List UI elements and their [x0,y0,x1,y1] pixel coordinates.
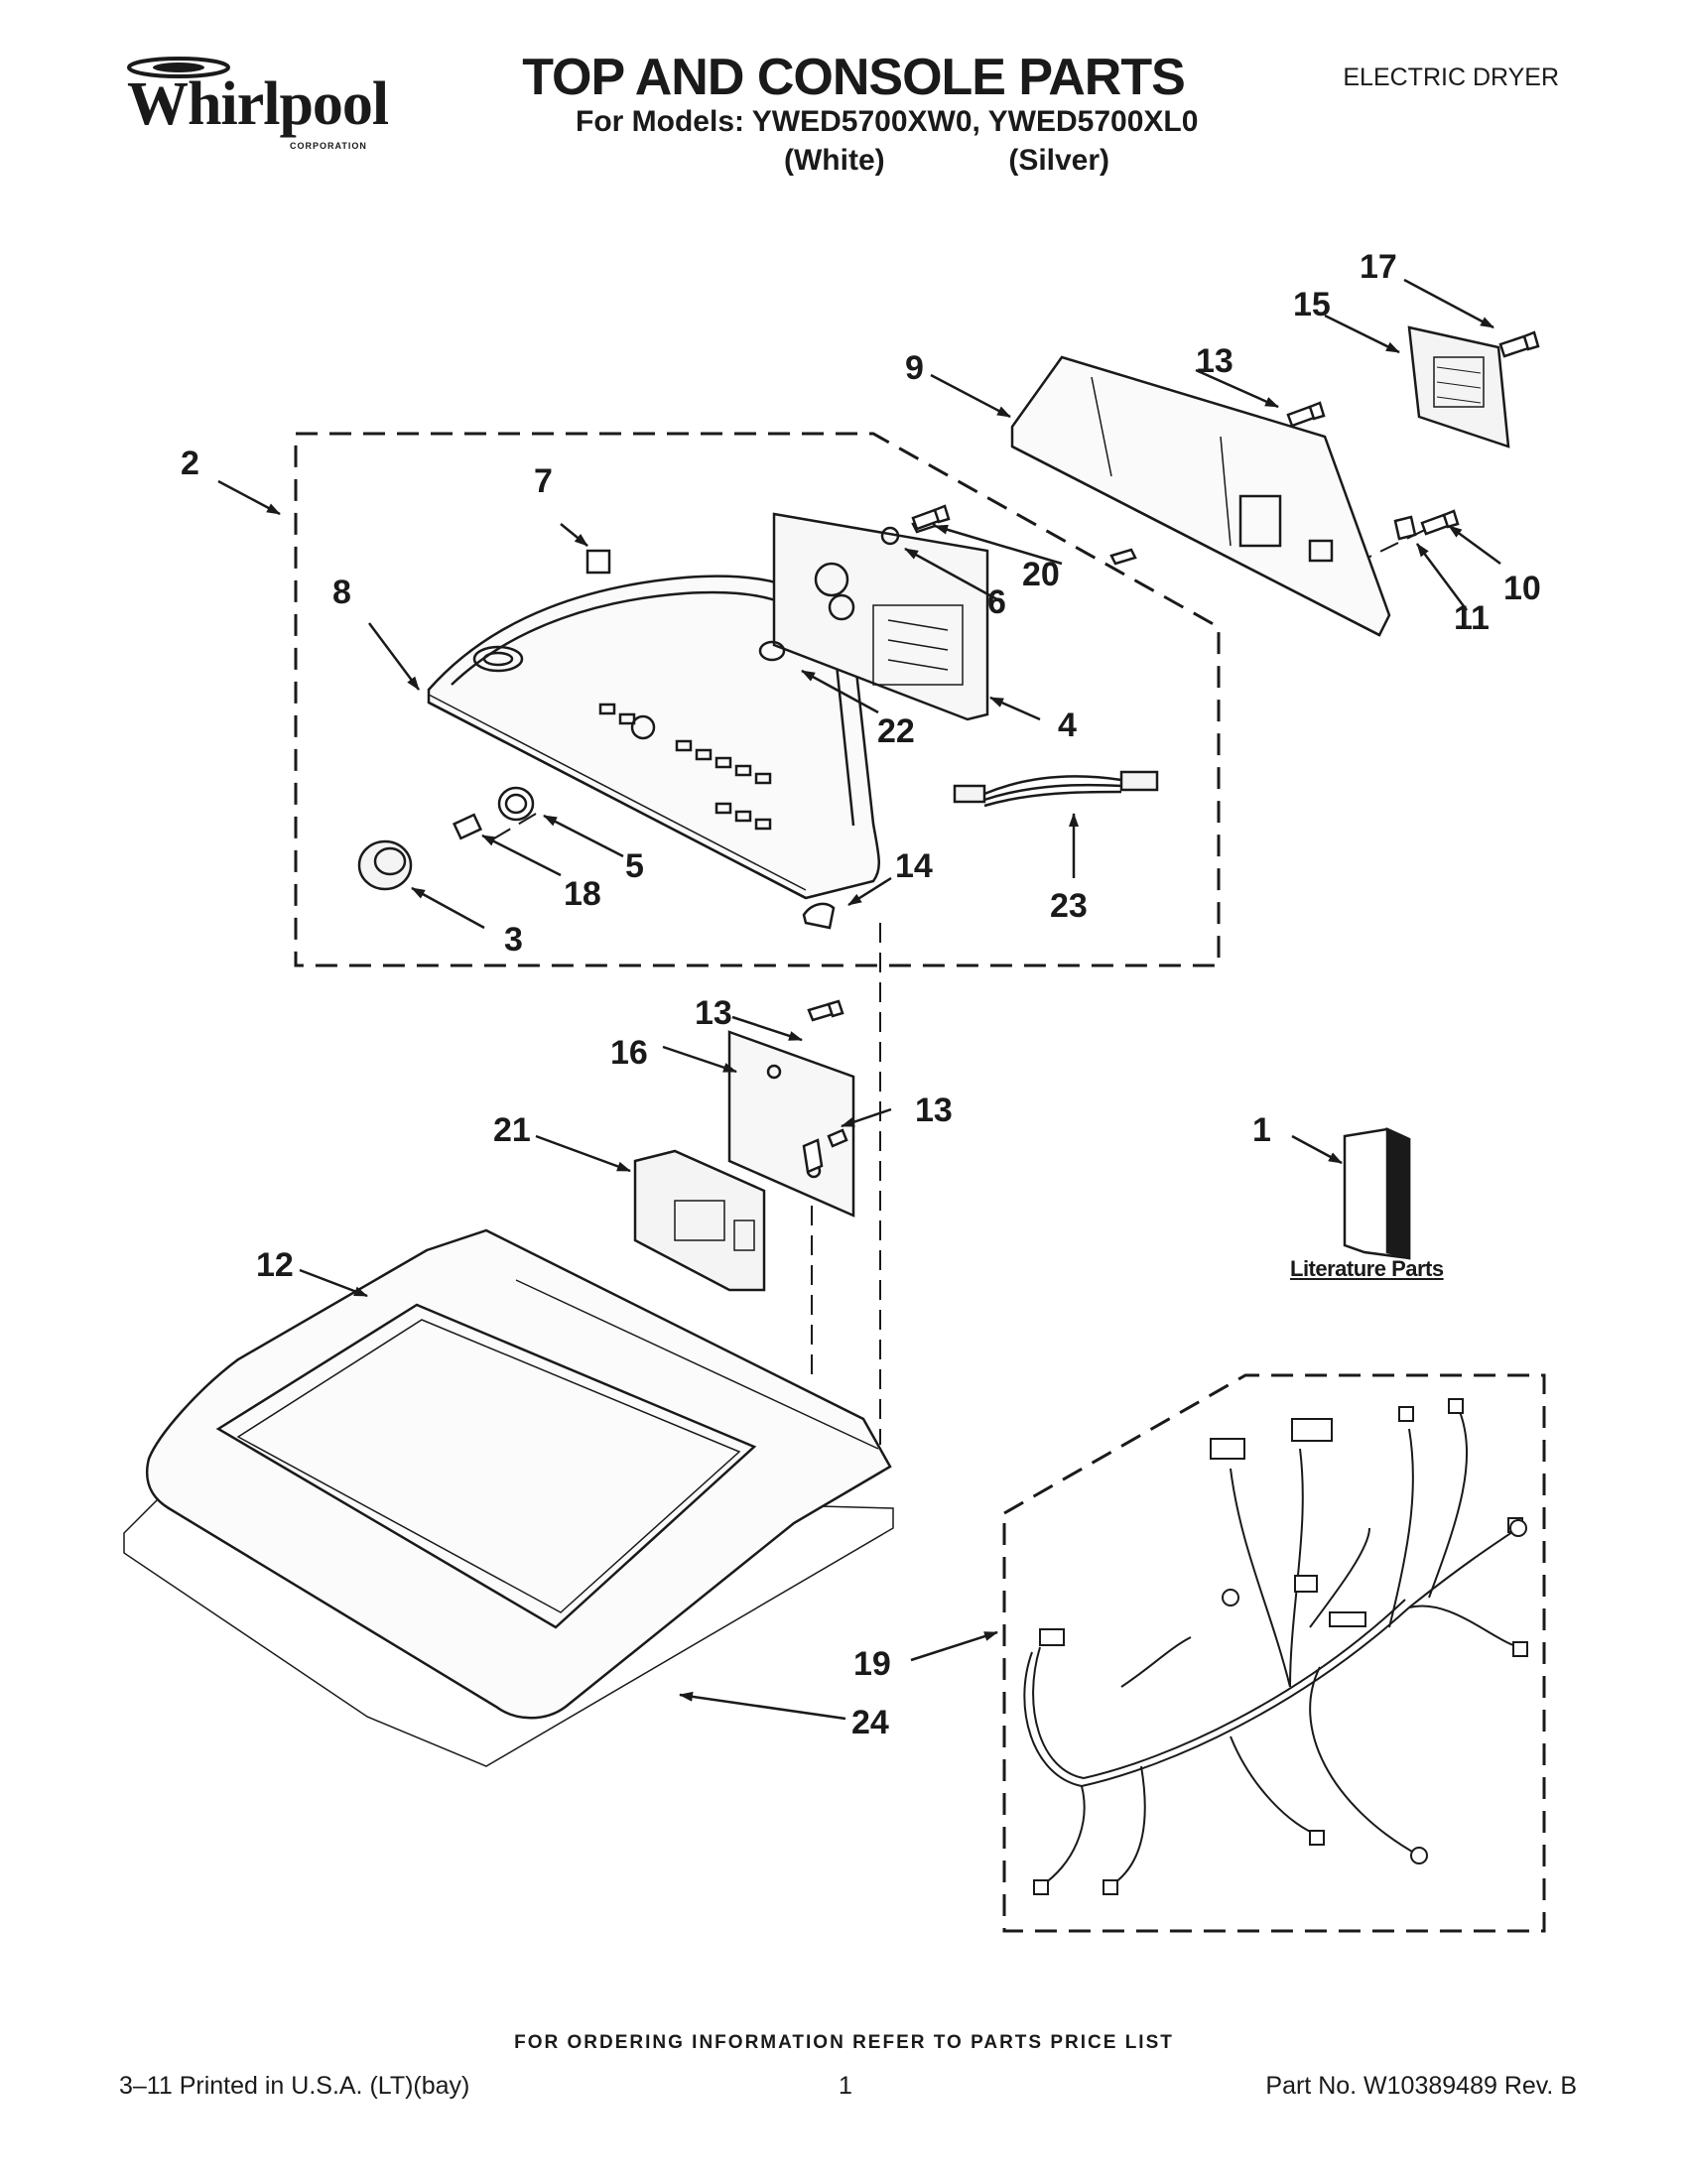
model-colors: (White) (Silver) [784,144,1109,178]
callout-16: 16 [610,1034,648,1072]
callout-12: 12 [256,1246,294,1284]
main-harness [1023,1398,1528,1895]
models-line: For Models: YWED5700XW0, YWED5700XL0 [576,105,1199,138]
console-harness [953,770,1159,808]
callout-13-top: 13 [1196,342,1234,380]
callout-20: 20 [1022,556,1060,593]
callout-10: 10 [1503,570,1541,607]
literature-booklet [1343,1127,1411,1260]
callout-14: 14 [895,847,933,885]
logo-corporation: CORPORATION [290,141,367,151]
callout-4: 4 [1058,707,1077,744]
callout-21: 21 [493,1111,531,1149]
appliance-type: ELECTRIC DRYER [1343,64,1559,91]
knob-assembly [357,786,836,930]
page-number: 1 [839,2072,852,2100]
fasteners [585,330,1540,1022]
callout-3: 3 [504,921,523,959]
color-silver: (Silver) [1008,144,1110,177]
callout-1: 1 [1252,1111,1271,1149]
callout-7: 7 [534,462,553,500]
callout-23: 23 [1050,887,1088,925]
callout-22: 22 [877,712,915,750]
page-title: TOP AND CONSOLE PARTS [522,49,1186,106]
group-outlines [294,432,1546,1933]
ordering-note: FOR ORDERING INFORMATION REFER TO PARTS … [514,2032,1174,2053]
whirlpool-logo: Whirlpool CORPORATION [119,52,389,161]
callout-24: 24 [851,1704,889,1741]
print-info: 3–11 Printed in U.S.A. (LT)(bay) [119,2072,470,2100]
color-white: (White) [784,144,885,177]
callout-13-middle: 13 [695,994,732,1032]
harness-group-outline [1002,1373,1546,1933]
callout-9: 9 [905,349,924,387]
callout-numbers: 2 7 8 9 13 15 17 20 6 10 11 4 22 23 14 5… [181,248,1541,1741]
callout-2: 2 [181,445,199,482]
logo-wordmark: Whirlpool [127,70,389,138]
literature-parts-label: Literature Parts [1290,1256,1444,1281]
swirl-icon [127,57,230,78]
callout-19: 19 [853,1645,891,1683]
console-bracket [1407,325,1510,449]
callout-6: 6 [987,583,1006,621]
electronic-module [633,1149,766,1292]
console-group-outline [294,432,1221,967]
mounting-plate [727,1030,855,1218]
callout-18: 18 [564,875,601,913]
console-back [1010,355,1391,637]
leader-arrows [217,278,1501,1721]
callout-11: 11 [1454,599,1490,637]
callout-8: 8 [332,574,351,611]
callout-5: 5 [625,847,644,885]
callout-15: 15 [1293,286,1331,323]
callout-17: 17 [1360,248,1397,286]
top-panel [123,1228,894,1767]
callout-13-plate: 13 [915,1092,953,1129]
part-number: Part No. W10389489 Rev. B [1265,2072,1577,2100]
